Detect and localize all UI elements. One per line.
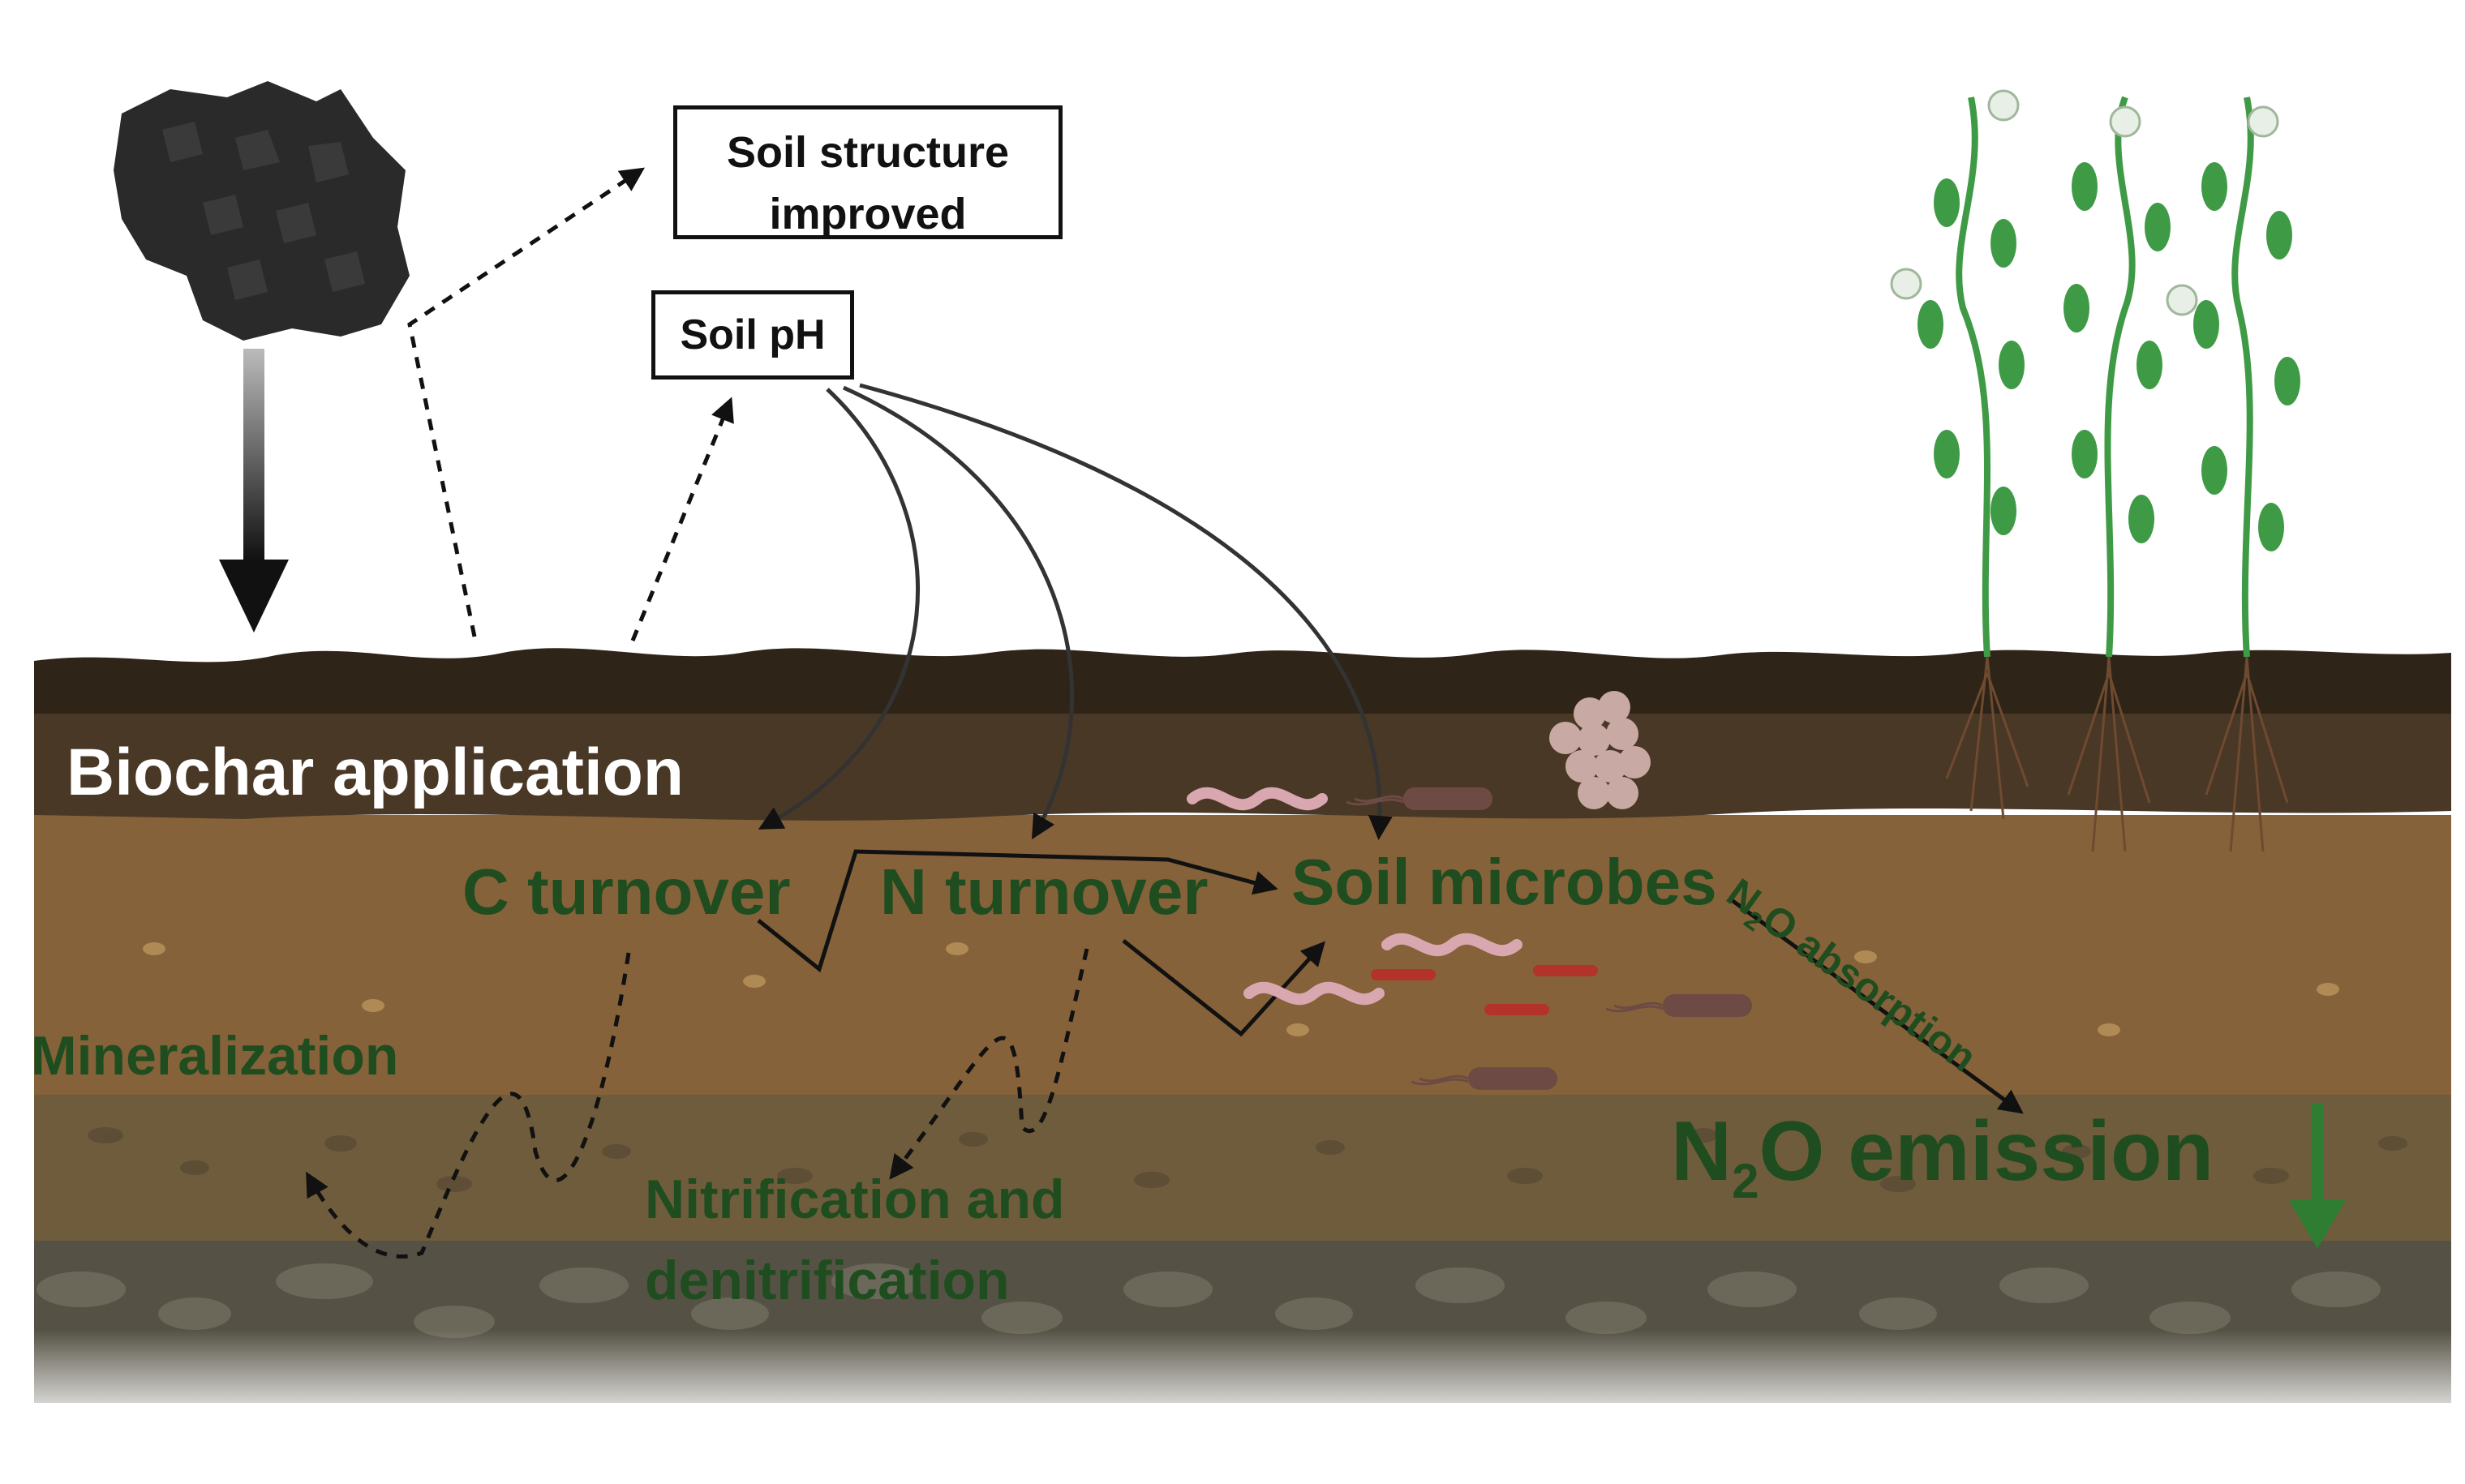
arrow-ph-to-microbes	[859, 383, 1393, 840]
arrow-n2o-absorption	[1730, 898, 2024, 1114]
n2o-emission-label: N2O emission	[1671, 1109, 2214, 1206]
biochar-down-arrow	[219, 349, 289, 633]
biochar-icon	[114, 81, 410, 341]
soil-structure-line2: improved	[769, 190, 967, 238]
microbe-cluster-icon	[1549, 691, 1651, 809]
pea-plant-icon	[1890, 89, 2300, 852]
arrow-n-to-microbes	[1122, 939, 1326, 1037]
arrow-c-to-n-to-microbes	[757, 849, 1278, 973]
arrow-biochar-to-structure	[407, 167, 645, 637]
nitrification-line2: denitrification	[645, 1250, 1010, 1311]
bacteria-icon	[1187, 786, 1754, 1092]
arrow-ph-to-c-turnover	[758, 388, 920, 830]
soil-layers	[0, 648, 2465, 1427]
biochar-application-label: Biochar application	[67, 736, 684, 809]
emission-down-arrow	[2289, 1103, 2346, 1249]
nitrification-line1: Nitrification and	[645, 1169, 1065, 1230]
c-turnover-label: C turnover	[462, 856, 791, 928]
n-turnover-label: N turnover	[880, 856, 1209, 928]
subsoil-layer	[34, 815, 2451, 1095]
soil-microbes-label: Soil microbes	[1291, 846, 1717, 918]
n2o-emission-n: N	[1671, 1104, 1733, 1199]
arrow-c-mineralization	[306, 952, 631, 1259]
topsoil-mid-layer	[34, 706, 2451, 821]
arrow-to-soil-ph	[630, 397, 734, 641]
n2o-emission-rest: O emission	[1759, 1104, 2214, 1199]
arrow-n-nitrification	[889, 948, 1089, 1180]
soil-structure-line1: Soil structure	[726, 128, 1010, 177]
n2o-emission-sub: 2	[1732, 1153, 1759, 1208]
topsoil-dark-layer	[34, 648, 2451, 714]
soil-structure-box: Soil structure improved	[673, 105, 1063, 239]
arrow-ph-to-n-turnover	[842, 385, 1075, 840]
mineralization-label: Mineralization	[31, 1025, 399, 1087]
soil-ph-box: Soil pH	[651, 290, 854, 380]
soil-ph-label: Soil pH	[680, 311, 826, 358]
